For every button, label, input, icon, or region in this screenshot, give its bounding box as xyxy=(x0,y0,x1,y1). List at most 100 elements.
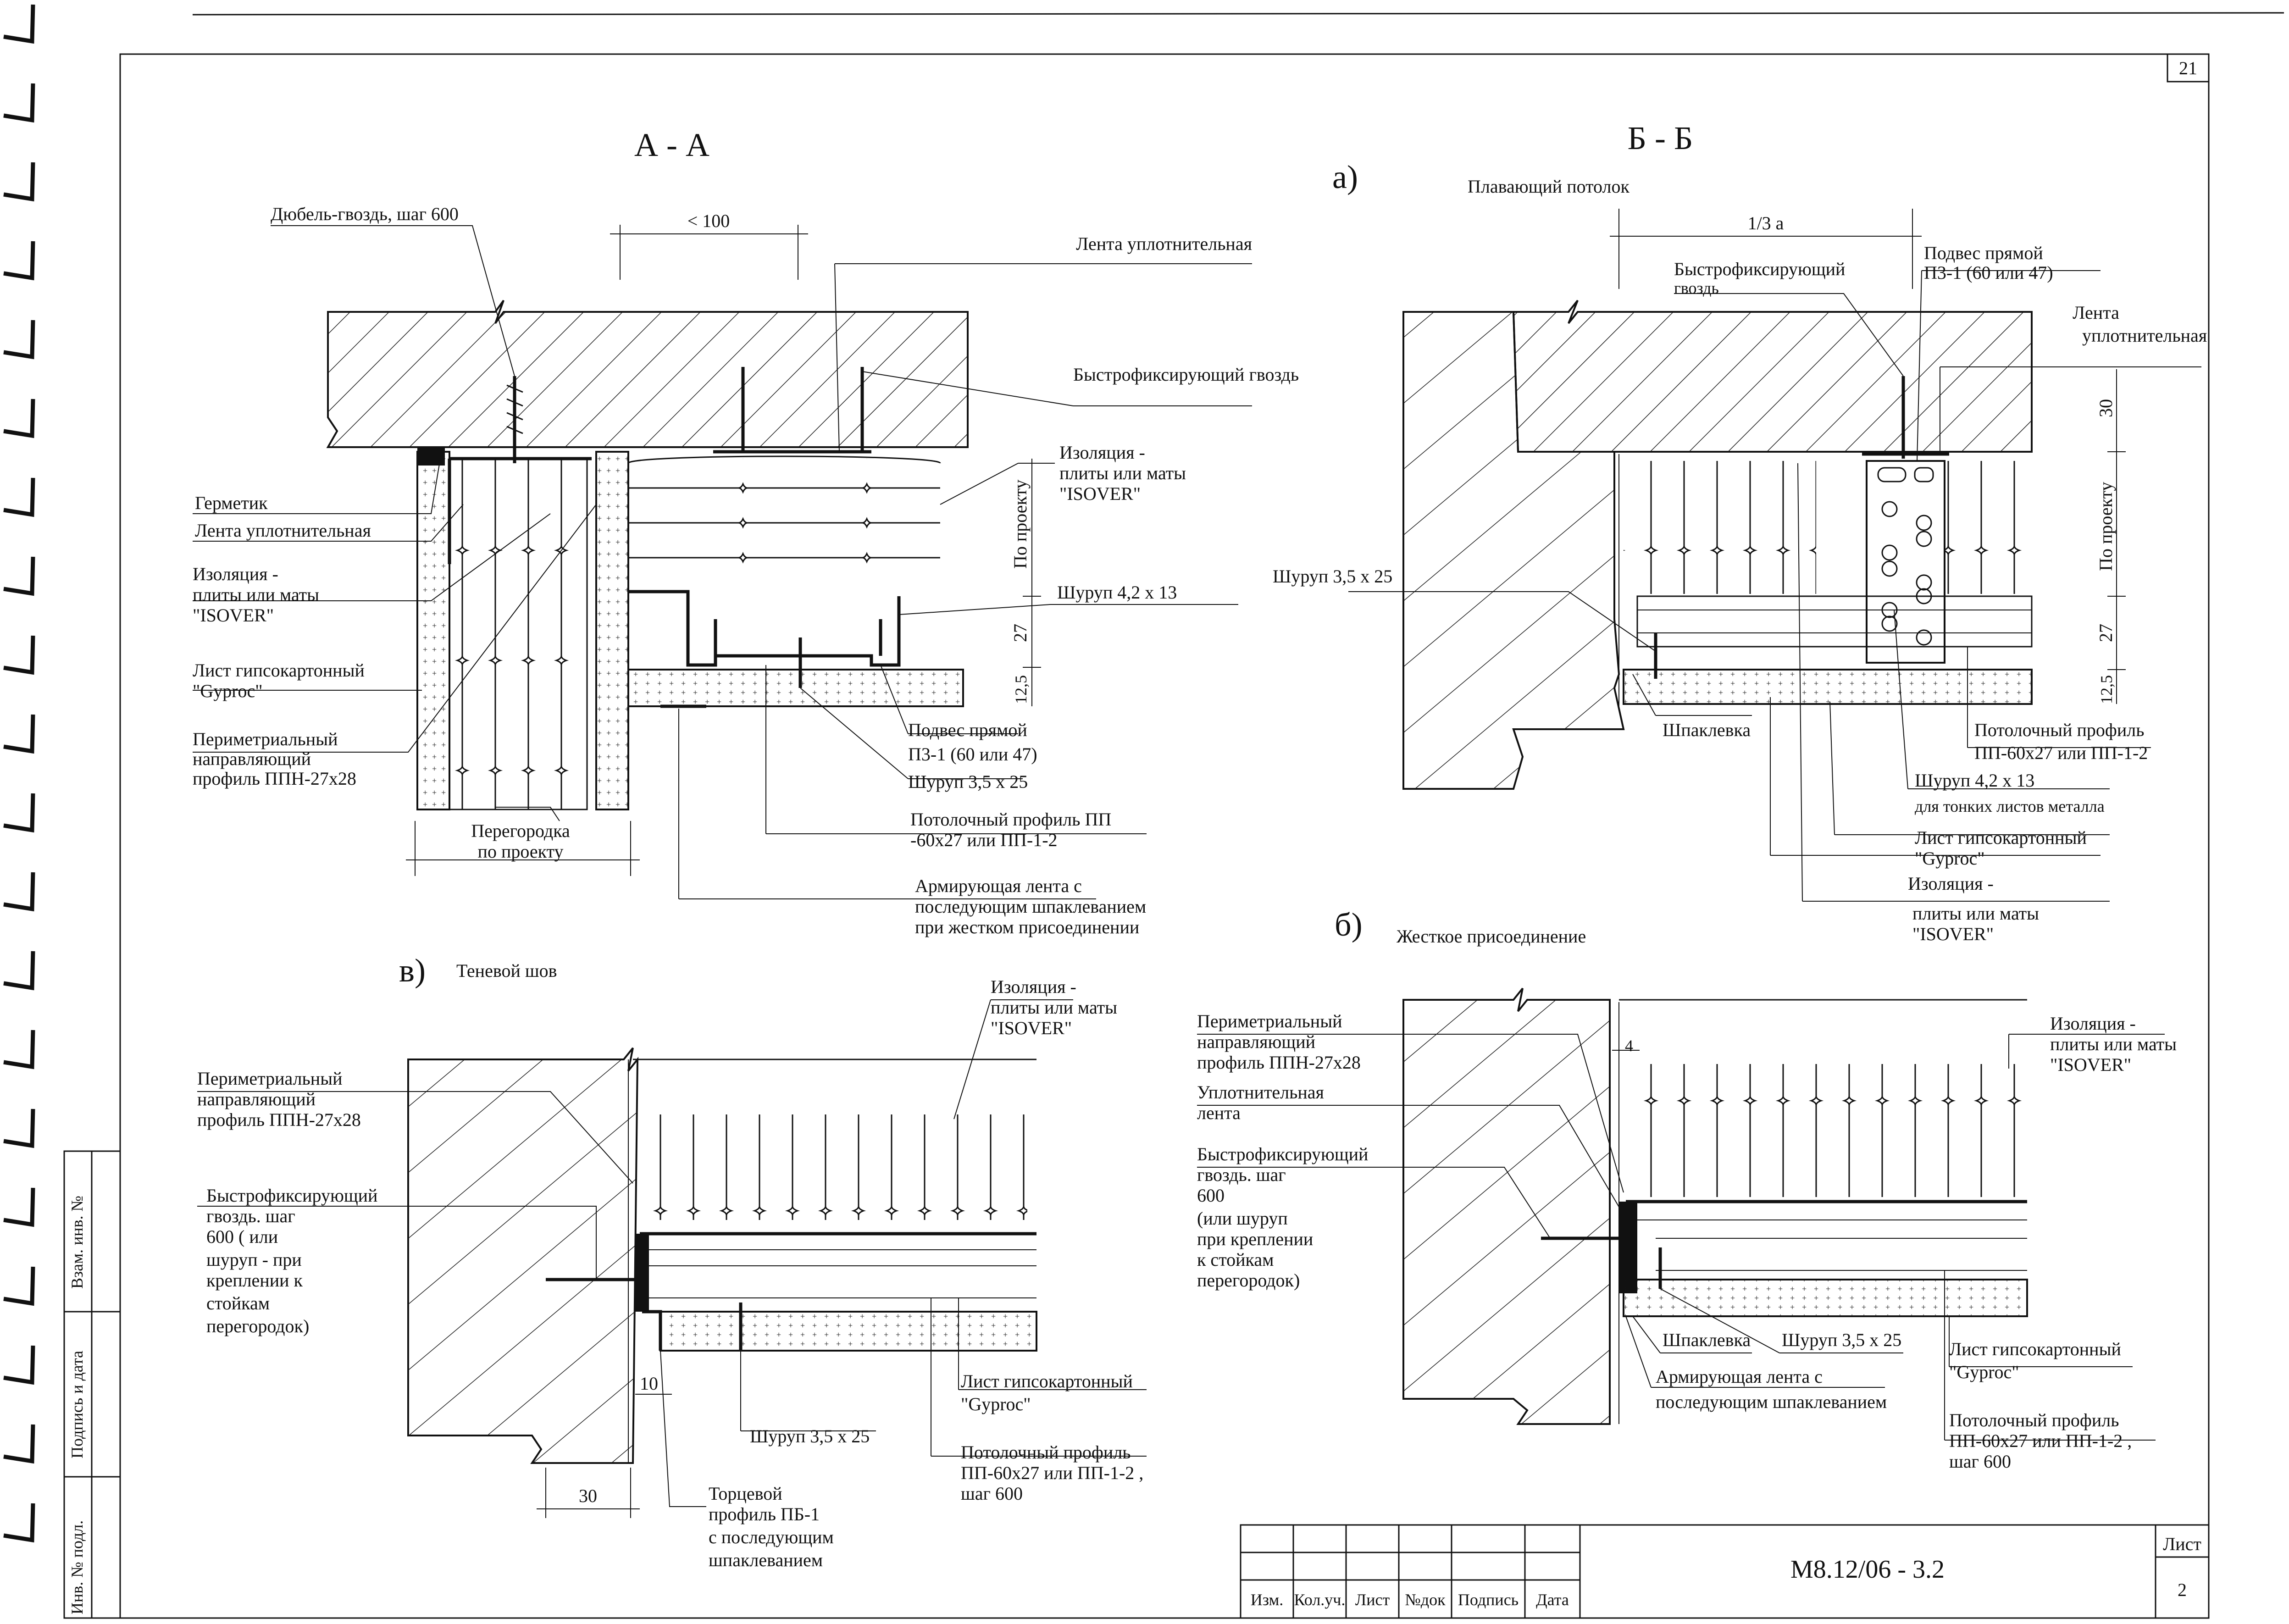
binding-mark xyxy=(3,1109,35,1148)
v-label-nail4: шуруп - при xyxy=(206,1249,302,1270)
hanger-hole xyxy=(1881,544,1898,561)
v-label-nail7: перегородок) xyxy=(206,1316,309,1336)
side-stamp: Взам. инв. № Подпись и дата Инв. № подл. xyxy=(63,1150,121,1619)
bb-label-hanger2: П3-1 (60 или 47) xyxy=(1924,262,2053,283)
bb-b-label-ins2: плиты или маты xyxy=(2050,1034,2177,1054)
aa-label-quick-nail: Быстрофиксирующий гвоздь xyxy=(1073,364,1299,385)
binding-mark xyxy=(3,162,35,202)
aa-perimeter-profile xyxy=(448,457,592,564)
title-block-header: Лист xyxy=(1355,1591,1390,1609)
bb-b-label-seal1: Уплотнительная xyxy=(1197,1082,1324,1103)
title-block-header: Подпись xyxy=(1458,1591,1519,1609)
hanger-hole xyxy=(1916,531,1932,547)
aa-dim-12: 12,5 xyxy=(1012,675,1030,704)
hanger-hole xyxy=(1881,560,1898,577)
top-edge-line xyxy=(192,12,2284,16)
bb-b-label-perim1: Периметриальный xyxy=(1197,1011,1342,1031)
bb-b-label-gkl2: "Gyproc" xyxy=(1949,1362,2019,1382)
v-title: Теневой шов xyxy=(456,960,557,981)
binding-mark xyxy=(3,4,35,44)
bb-dim-13a: 1/3 a xyxy=(1748,213,1784,233)
bb-dim-30: 30 xyxy=(2095,399,2116,417)
bb-b-dim-4: 4 xyxy=(1625,1036,1633,1055)
bb-b-label-nail4: (или шуруп xyxy=(1197,1208,1288,1229)
section-v: в) Теневой шов 10 30 Изоляция - плиты ил… xyxy=(197,952,1147,1570)
aa-label-arm2: последующим шпаклеванием xyxy=(915,896,1146,917)
sheet-number-top: 21 xyxy=(2179,58,2197,78)
bb-label-ceilprof2: ПП-60х27 или ПП-1-2 xyxy=(1974,743,2148,763)
v-label-screw: Шуруп 3,5 х 25 xyxy=(750,1426,870,1447)
aa-label-ceilprof1: Потолочный профиль ПП xyxy=(910,809,1111,830)
aa-label-hanger2: П3-1 (60 или 47) xyxy=(908,744,1037,765)
aa-partition-board-left xyxy=(416,451,450,810)
aa-label-perim1: Периметриальный xyxy=(193,729,338,749)
binding-mark xyxy=(3,872,35,912)
title-block-header: Изм. xyxy=(1251,1591,1284,1609)
v-label-perim2: направляющий xyxy=(197,1089,316,1109)
sheet-number-box xyxy=(2167,53,2210,83)
aa-label-ins-r3: "ISOVER" xyxy=(1059,483,1141,504)
binding-mark xyxy=(3,1266,35,1306)
v-label-ins2: плиты или маты xyxy=(991,997,1117,1018)
bb-b-label-nail5: при креплении xyxy=(1197,1229,1313,1249)
bb-b-label-gkl1: Лист гипсокартонный xyxy=(1949,1339,2121,1359)
bb-label-hanger1: Подвес прямой xyxy=(1924,243,2043,263)
bb-label-ins3: "ISOVER" xyxy=(1912,924,1994,944)
bb-b-label-nail7: перегородок) xyxy=(1197,1270,1300,1291)
hanger-hole xyxy=(1881,501,1898,517)
v-label-end2: профиль ПБ-1 xyxy=(709,1504,820,1524)
aa-label-perim3: профиль ППН-27х28 xyxy=(193,768,356,789)
v-label-nail2: гвоздь. шаг xyxy=(206,1206,295,1226)
bb-label-tape2: уплотнительная xyxy=(2082,325,2207,346)
binding-mark xyxy=(3,714,35,754)
v-label-nail3: 600 ( или xyxy=(206,1226,278,1247)
bb-b-label-nail2: гвоздь. шаг xyxy=(1197,1164,1286,1185)
bb-variant-a: а) xyxy=(1332,159,1358,195)
bb-b-wall xyxy=(1402,987,1611,1425)
v-label-end3: с последующим xyxy=(709,1527,834,1547)
v-label-gkl1: Лист гипсокартонный xyxy=(961,1371,1133,1391)
aa-label-ins-l1: Изоляция - xyxy=(193,564,278,584)
bb-b-insulation xyxy=(1637,1064,2027,1197)
section-aa-title: А - А xyxy=(634,127,709,163)
bb-dim-12: 12,5 xyxy=(2097,675,2116,704)
section-bb-title: Б - Б xyxy=(1628,120,1693,156)
bb-label-screw42-1: Шуруп 4,2 х 13 xyxy=(1915,770,2034,791)
section-bb-a: Б - Б а) Плавающий потолок 1/3 a 30 xyxy=(1273,120,2207,944)
aa-label-ins-r2: плиты или маты xyxy=(1059,463,1186,483)
binding-mark xyxy=(3,793,35,833)
aa-label-ceilprof2: -60х27 или ПП-1-2 xyxy=(910,830,1058,850)
binding-mark xyxy=(3,241,35,281)
bb-label-quicknail2: гвоздь xyxy=(1674,279,1719,297)
aa-label-ins-l2: плиты или маты xyxy=(193,584,319,605)
aa-ceiling-insulation xyxy=(628,459,940,582)
v-label-end4: шпаклеванием xyxy=(709,1550,823,1570)
binding-mark xyxy=(3,1030,35,1070)
binding-mark xyxy=(3,1345,35,1385)
drawing-code: М8.12/06 - 3.2 xyxy=(1790,1555,1945,1584)
aa-dim-27: 27 xyxy=(1010,624,1031,642)
bb-variant-a-title: Плавающий потолок xyxy=(1468,176,1629,197)
aa-partition-insulation xyxy=(449,458,588,810)
v-label-nail6: стойкам xyxy=(206,1293,270,1314)
bb-label-gkl2: "Gyproc" xyxy=(1915,848,1985,869)
binding-mark xyxy=(3,635,35,675)
v-dim-10: 10 xyxy=(640,1373,658,1394)
hanger-hole xyxy=(1916,574,1932,591)
aa-label-dowel: Дюбель-гвоздь, шаг 600 xyxy=(271,204,459,224)
aa-label-seal-tape-left: Лента уплотнительная xyxy=(195,520,371,541)
bb-label-ceilprof1: Потолочный профиль xyxy=(1974,720,2144,740)
v-variant: в) xyxy=(399,952,426,989)
title-block-header: №док xyxy=(1405,1591,1446,1609)
binding-mark xyxy=(3,1424,35,1464)
bb-b-label-perim3: профиль ППН-27х28 xyxy=(1197,1052,1361,1073)
aa-label-ins-l3: "ISOVER" xyxy=(193,605,274,626)
sheet-number: 2 xyxy=(2178,1580,2187,1600)
v-gypsum-board xyxy=(660,1311,1037,1352)
binding-mark xyxy=(3,320,35,360)
bb-b-label-arm1: Армирующая лента с xyxy=(1656,1366,1823,1387)
bb-b-label-arm2: последующим шпаклеванием xyxy=(1656,1391,1887,1412)
v-perimeter-profile xyxy=(638,1232,1036,1312)
stamp-inv: Инв. № подл. xyxy=(68,1520,86,1614)
